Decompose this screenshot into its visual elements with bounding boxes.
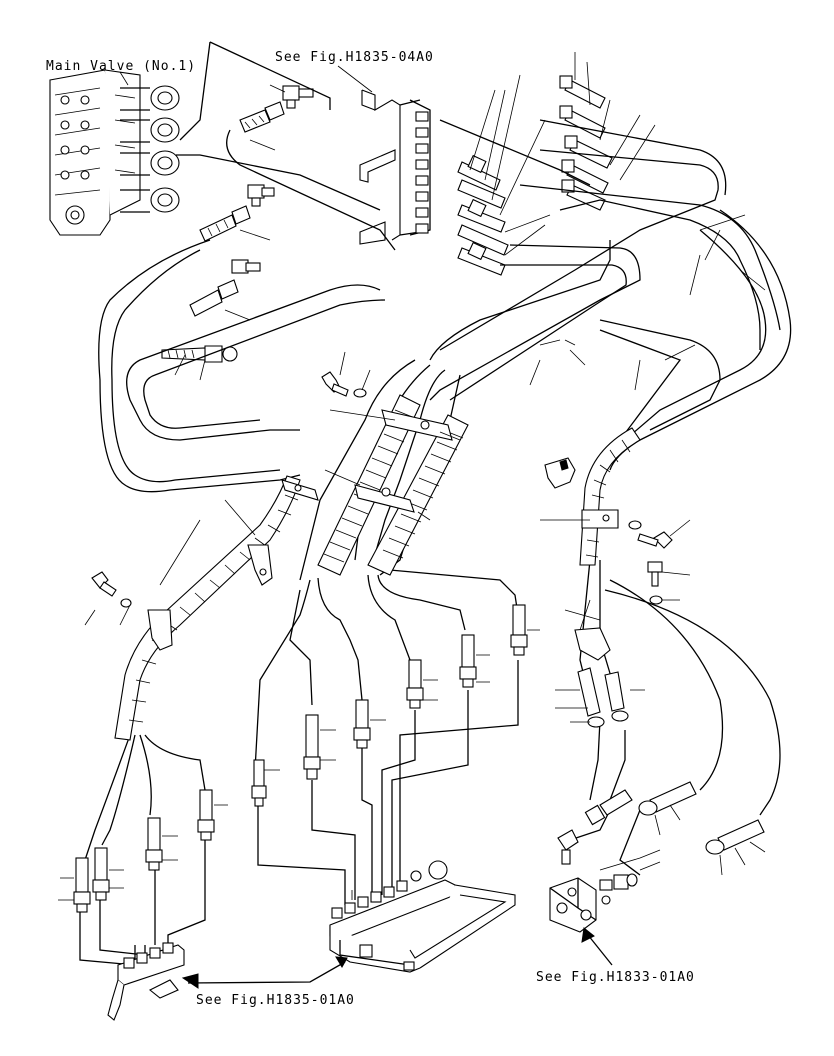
bolts-washers <box>84 351 691 626</box>
fitting-d <box>406 659 424 709</box>
manifold-nipples <box>415 111 429 234</box>
ref-label-top: See Fig.H1835-04A0 <box>275 50 434 65</box>
fitting-f <box>510 604 528 656</box>
bolt-2 <box>91 571 117 597</box>
valve-spool-caps <box>120 85 180 213</box>
fitting-e <box>459 634 477 688</box>
bottom-manifold-nipples <box>331 880 408 919</box>
washer-1 <box>353 388 367 398</box>
elbow-fitting-top <box>269 84 314 109</box>
bottom-right-valve-block <box>549 829 661 933</box>
hose-clamps <box>147 409 619 661</box>
bolt-1 <box>321 371 349 397</box>
fitting-k <box>584 789 633 826</box>
fitting-a <box>251 759 267 807</box>
reference-callouts: See Fig.H1835-01A0 See Fig.H1833-01A0 <box>181 927 695 1008</box>
hose-end-fitting-4 <box>161 345 238 363</box>
main-valve-label: Main Valve (No.1) <box>46 59 196 74</box>
fitting-l <box>638 781 697 816</box>
fitting-m <box>705 819 765 855</box>
hose-clip <box>544 457 576 489</box>
arrow-to-center-manifold <box>335 956 348 968</box>
fitting-i <box>92 847 110 901</box>
bolt-3 <box>637 531 673 549</box>
arrow-to-left-manifold <box>181 973 199 989</box>
hose-end-fitting-3 <box>189 279 239 317</box>
spiral-guards <box>114 394 641 741</box>
bottom-left-manifold <box>107 942 185 1021</box>
top-right-hose-ends <box>559 52 656 211</box>
ref-label-bottom-right: See Fig.H1833-01A0 <box>536 970 695 985</box>
washer-2 <box>120 598 132 608</box>
bottom-manifold-block <box>329 860 516 973</box>
vertical-fittings <box>58 604 540 913</box>
arrow-to-valve-block <box>581 927 595 943</box>
bottom-left-nipples <box>123 942 174 969</box>
bracket-hose-fittings <box>457 74 551 276</box>
washer-4 <box>649 595 663 605</box>
top-manifold-bracket: See Fig.H1835-04A0 <box>275 50 434 245</box>
hose-lines <box>79 41 792 966</box>
fitting-g <box>197 789 215 841</box>
elbow-on-block <box>557 829 579 865</box>
washer-3 <box>628 520 642 530</box>
right-angled-fittings <box>555 667 766 876</box>
bolt-4 <box>647 561 663 587</box>
elbow-fitting-2 <box>247 184 275 207</box>
leader-lines <box>159 139 766 631</box>
fitting-j <box>73 857 91 913</box>
fitting-b <box>303 714 321 780</box>
hose-end-fitting-1 <box>239 101 285 133</box>
hose-end-fitting-2 <box>199 205 251 242</box>
main-valve-block: Main Valve (No.1) <box>46 59 196 236</box>
fitting-h <box>145 817 163 871</box>
plug-fittings <box>599 873 638 905</box>
ref-label-bottom-left: See Fig.H1835-01A0 <box>196 993 355 1008</box>
fitting-c <box>353 699 371 749</box>
elbow-fitting-3 <box>231 259 261 274</box>
